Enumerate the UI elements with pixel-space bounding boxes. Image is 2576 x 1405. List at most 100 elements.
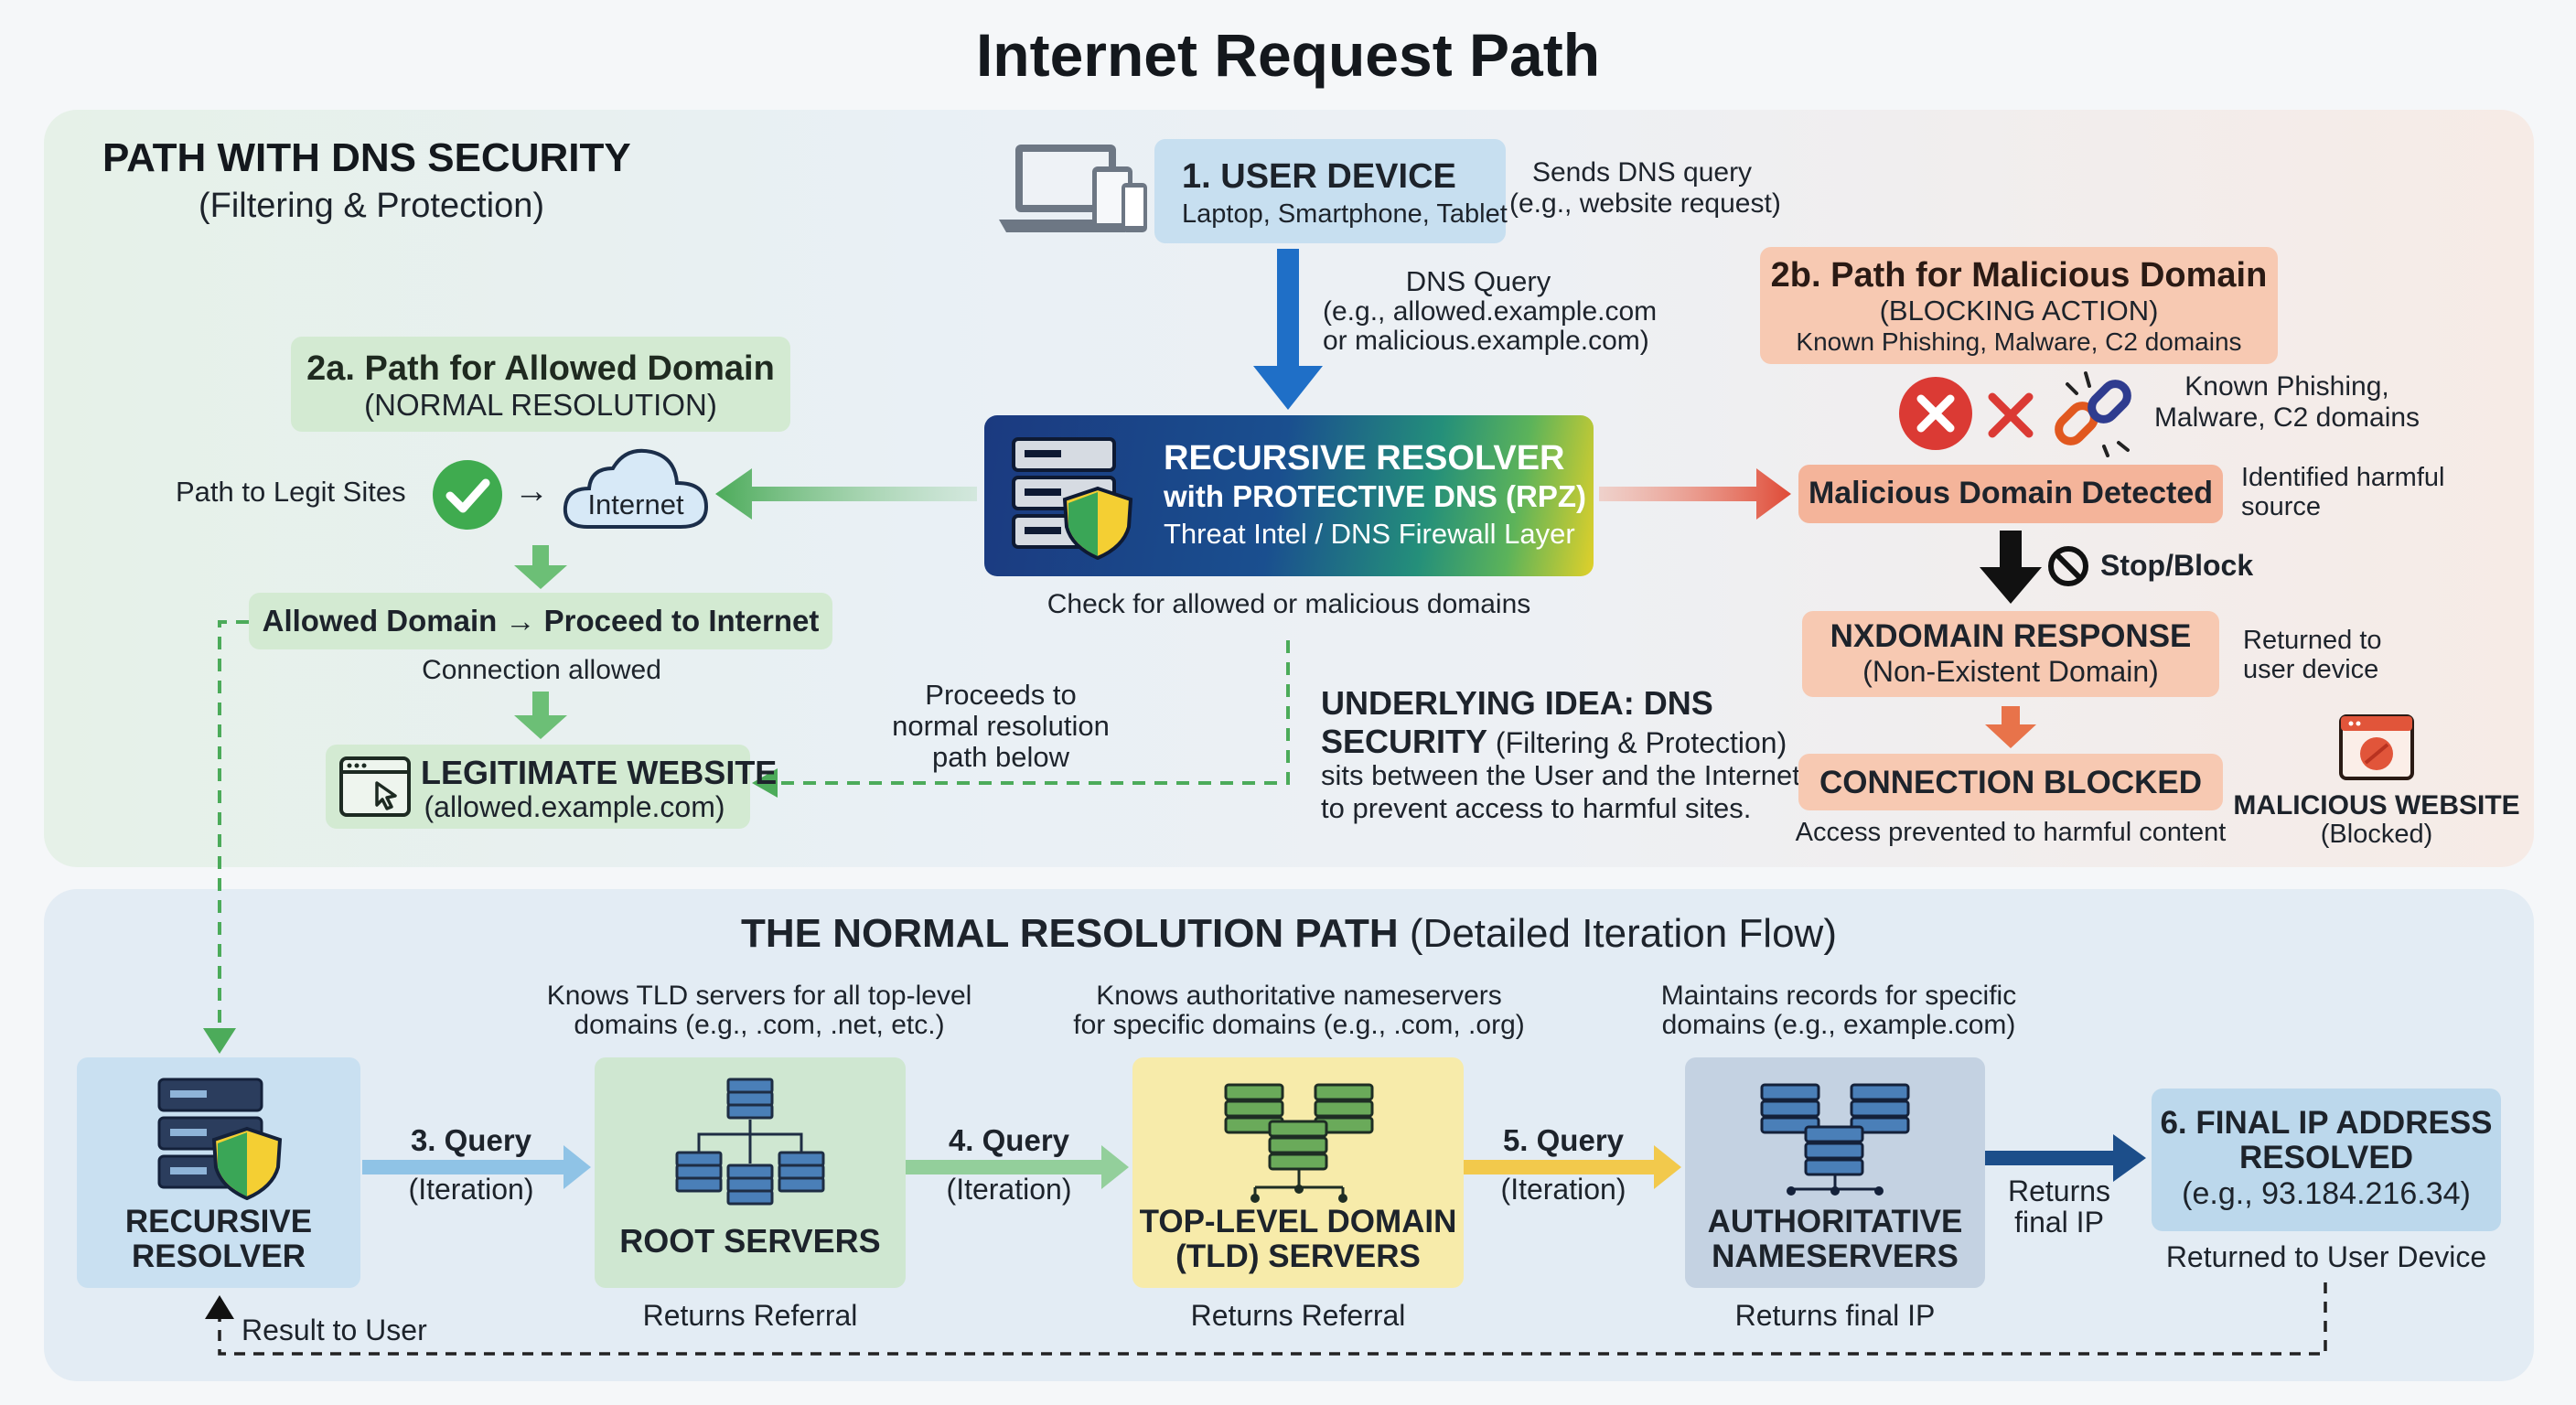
browser-cursor-icon bbox=[338, 756, 412, 818]
proceeds-note-2: normal resolution bbox=[892, 710, 1110, 742]
nxdomain-subtitle: (Non-Existent Domain) bbox=[1862, 655, 2159, 688]
malicious-website-title: MALICIOUS WEBSITE bbox=[2233, 790, 2520, 820]
authoritative-box: AUTHORITATIVE NAMESERVERS bbox=[1685, 1057, 1985, 1288]
recursive-resolver-line-1: RECURSIVE bbox=[124, 1204, 313, 1239]
nxdomain-box: NXDOMAIN RESPONSE (Non-Existent Domain) bbox=[1802, 611, 2219, 697]
query4-label: 4. Query bbox=[948, 1123, 1070, 1157]
resolver-caption: Check for allowed or malicious domains bbox=[1046, 589, 1531, 619]
malicious-website-status: (Blocked) bbox=[2320, 820, 2433, 849]
malicious-path-box: 2b. Path for Malicious Domain (BLOCKING … bbox=[1760, 247, 2278, 364]
idea-line-2: SECURITY (Filtering & Protection) bbox=[1321, 723, 1787, 761]
query3-arrow bbox=[362, 1145, 591, 1189]
idea-line-3: sits between the User and the Internet bbox=[1321, 759, 1800, 791]
tld-servers-box: TOP-LEVEL DOMAIN (TLD) SERVERS bbox=[1132, 1057, 1464, 1288]
idea-security-word: SECURITY bbox=[1321, 723, 1488, 760]
nxdomain-title: NXDOMAIN RESPONSE bbox=[1830, 618, 2192, 654]
result-to-user-label: Result to User bbox=[242, 1314, 427, 1346]
stop-block-label: Stop/Block bbox=[2100, 549, 2254, 582]
query4-sub: (Iteration) bbox=[946, 1173, 1072, 1206]
malicious-path-domains: Known Phishing, Malware, C2 domains bbox=[1796, 327, 2242, 356]
final-ip-line-1: 6. FINAL IP ADDRESS bbox=[2160, 1105, 2493, 1141]
check-icon bbox=[432, 459, 503, 531]
query5-label: 5. Query bbox=[1502, 1123, 1625, 1157]
dns-query-label: DNS Query bbox=[1405, 265, 1551, 297]
tld-returns: Returns Referral bbox=[1190, 1299, 1406, 1332]
server-cluster-icon bbox=[1218, 1076, 1379, 1204]
sends-query-note-1: Sends DNS query bbox=[1531, 157, 1753, 188]
malicious-detected-label: Malicious Domain Detected bbox=[1808, 476, 2214, 510]
stop-arrow bbox=[1980, 531, 2042, 604]
idea-line-4: to prevent access to harmful sites. bbox=[1321, 792, 1752, 824]
user-device-title: 1. USER DEVICE bbox=[1182, 157, 1456, 196]
final-ip-line-2: RESOLVED bbox=[2239, 1140, 2413, 1175]
resolver-title: RECURSIVE RESOLVER bbox=[1164, 439, 1565, 477]
proceed-down-arrow bbox=[514, 692, 567, 739]
user-device-box: 1. USER DEVICE Laptop, Smartphone, Table… bbox=[1154, 139, 1508, 243]
idea-line-1: UNDERLYING IDEA: DNS bbox=[1321, 684, 1713, 722]
server-stack-icon bbox=[1755, 1076, 1916, 1204]
server-shield-icon bbox=[1008, 432, 1136, 561]
bottom-heading-rest: (Detailed Iteration Flow) bbox=[1398, 911, 1837, 956]
access-prevented-label: Access prevented to harmful content bbox=[1795, 818, 2227, 847]
identified-note-1: Identified harmful bbox=[2241, 463, 2445, 492]
page-title: Internet Request Path bbox=[975, 21, 1601, 89]
root-servers-box: ROOT SERVERS bbox=[595, 1057, 906, 1288]
internet-down-arrow bbox=[514, 545, 567, 589]
returns-ip-arrow bbox=[1983, 1134, 2146, 1182]
authoritative-line-2: NAMESERVERS bbox=[1712, 1239, 1959, 1274]
protective-resolver-box: RECURSIVE RESOLVER with PROTECTIVE DNS (… bbox=[984, 415, 1594, 576]
auth-returns: Returns final IP bbox=[1734, 1299, 1936, 1332]
query5-sub: (Iteration) bbox=[1500, 1173, 1626, 1206]
internet-cloud-icon bbox=[560, 443, 712, 534]
query5-arrow bbox=[1462, 1145, 1681, 1189]
dns-query-example-2: or malicious.example.com) bbox=[1323, 326, 1649, 356]
connection-blocked-box: CONNECTION BLOCKED bbox=[1798, 754, 2223, 810]
malicious-arrow bbox=[1599, 468, 1791, 520]
auth-note-2: domains (e.g., example.com) bbox=[1661, 1010, 2016, 1040]
resolver-layer: Threat Intel / DNS Firewall Layer bbox=[1164, 518, 1575, 550]
returned-note-1: Returned to bbox=[2243, 626, 2382, 655]
block-circle-icon bbox=[1897, 375, 1974, 452]
tld-servers-line-1: TOP-LEVEL DOMAIN bbox=[1139, 1204, 1457, 1239]
bottom-heading: THE NORMAL RESOLUTION PATH (Detailed Ite… bbox=[44, 911, 2534, 957]
root-note-2: domains (e.g., .com, .net, etc.) bbox=[574, 1010, 945, 1040]
query4-arrow bbox=[906, 1145, 1129, 1189]
allowed-path-box: 2a. Path for Allowed Domain (NORMAL RESO… bbox=[291, 337, 790, 432]
proceeds-note-3: path below bbox=[932, 741, 1069, 773]
internet-label: Internet bbox=[587, 488, 684, 520]
malicious-detected-box: Malicious Domain Detected bbox=[1798, 465, 2223, 523]
known-threats-note-1: Known Phishing, bbox=[2184, 371, 2389, 402]
root-note-1: Knows TLD servers for all top-level bbox=[546, 981, 972, 1011]
known-threats-note-2: Malware, C2 domains bbox=[2153, 402, 2420, 433]
result-dash bbox=[218, 1282, 2327, 1356]
red-x-icon bbox=[1985, 390, 2036, 441]
returns-ip-note-2: final IP bbox=[2014, 1206, 2104, 1239]
allowed-arrow bbox=[715, 468, 977, 520]
resolver-subtitle: with PROTECTIVE DNS (RPZ) bbox=[1164, 479, 1586, 513]
section-subheading: (Filtering & Protection) bbox=[198, 187, 544, 225]
proceed-box: Allowed Domain → Proceed to Internet bbox=[249, 593, 832, 649]
final-ip-returned: Returned to User Device bbox=[2165, 1240, 2487, 1273]
broken-link-icon bbox=[2049, 370, 2137, 457]
dns-query-example-1: (e.g., allowed.example.com bbox=[1323, 296, 1658, 327]
returned-note-2: user device bbox=[2243, 655, 2379, 684]
user-device-subtitle: Laptop, Smartphone, Tablet bbox=[1182, 199, 1508, 229]
identified-note-2: source bbox=[2241, 492, 2322, 521]
server-shield-icon bbox=[150, 1072, 287, 1201]
connection-allowed-label: Connection allowed bbox=[422, 655, 661, 685]
auth-note-1: Maintains records for specific bbox=[1660, 981, 2017, 1011]
tld-servers-line-2: (TLD) SERVERS bbox=[1175, 1239, 1421, 1274]
nx-down-arrow bbox=[1985, 706, 2036, 748]
server-tree-icon bbox=[668, 1076, 832, 1213]
idea-security-rest: (Filtering & Protection) bbox=[1487, 726, 1787, 759]
authoritative-line-1: AUTHORITATIVE bbox=[1707, 1204, 1963, 1239]
malicious-path-title: 2b. Path for Malicious Domain bbox=[1770, 256, 2268, 295]
malicious-path-subtitle: (BLOCKING ACTION) bbox=[1879, 295, 2159, 327]
legit-arrow-glyph: → bbox=[514, 472, 549, 510]
allowed-path-subtitle: (NORMAL RESOLUTION) bbox=[364, 388, 717, 422]
recursive-resolver-line-2: RESOLVER bbox=[132, 1239, 306, 1274]
proceeds-note-1: Proceeds to bbox=[925, 679, 1077, 711]
root-servers-label: ROOT SERVERS bbox=[619, 1222, 881, 1260]
tld-note-2: for specific domains (e.g., .com, .org) bbox=[1073, 1010, 1525, 1040]
dns-query-arrow bbox=[1253, 249, 1323, 410]
